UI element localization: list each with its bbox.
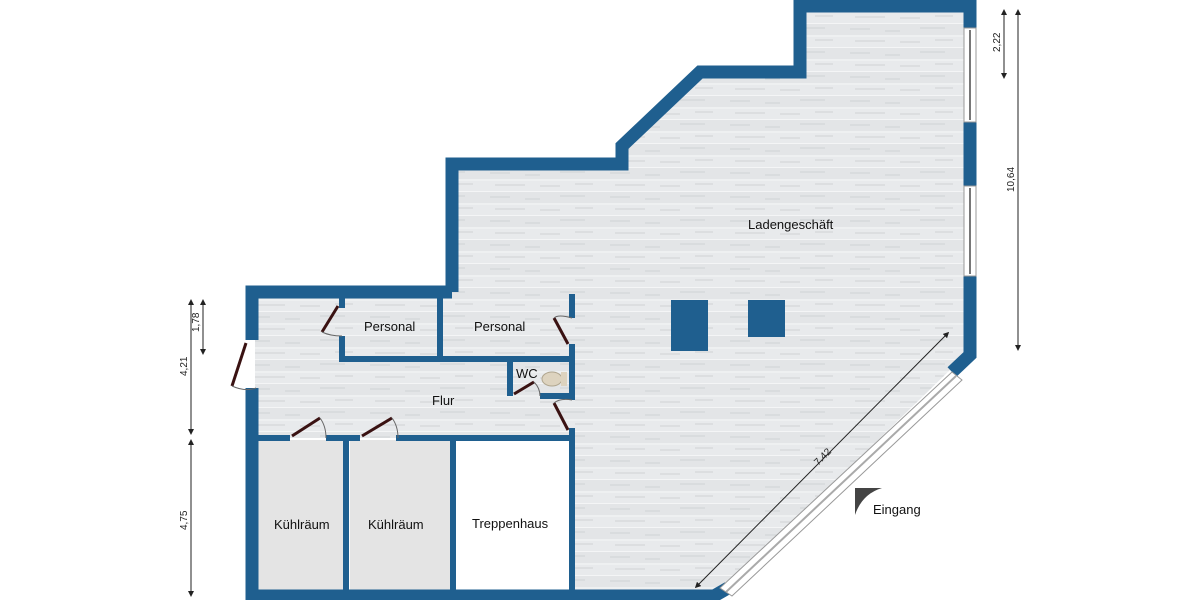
room-label-kuehlraum-2: Kühlräum	[368, 517, 424, 532]
room-label-personal-1: Personal	[364, 319, 415, 334]
dimension-lines	[188, 9, 1021, 597]
dim-right-top: 2,22	[992, 32, 1003, 52]
room-label-treppenhaus: Treppenhaus	[472, 516, 549, 531]
room-label-flur: Flur	[432, 393, 455, 408]
dim-left-top: 1,78	[191, 312, 202, 332]
dim-left-upper: 4,21	[179, 356, 190, 376]
room-label-ladengeschaeft: Ladengeschäft	[748, 217, 834, 232]
dim-left-lower: 4,75	[179, 510, 190, 530]
door-swings	[319, 315, 573, 439]
entrance-label: Eingang	[873, 502, 921, 517]
treppenhaus-floor	[456, 440, 568, 596]
doors	[230, 305, 570, 438]
kuehlraum-2-floor	[350, 440, 450, 596]
toilet-tank-icon	[561, 372, 567, 386]
dim-right-full: 10,64	[1006, 167, 1017, 192]
room-label-personal-2: Personal	[474, 319, 525, 334]
column	[748, 300, 785, 337]
kuehlraum-1-floor	[258, 440, 344, 596]
windows-right	[963, 27, 977, 277]
room-label-kuehlraum-1: Kühlräum	[274, 517, 330, 532]
room-label-wc: WC	[516, 366, 538, 381]
interior-walls	[252, 294, 575, 596]
column	[671, 300, 708, 351]
toilet-icon	[541, 371, 563, 387]
back-area-floor	[255, 292, 573, 438]
